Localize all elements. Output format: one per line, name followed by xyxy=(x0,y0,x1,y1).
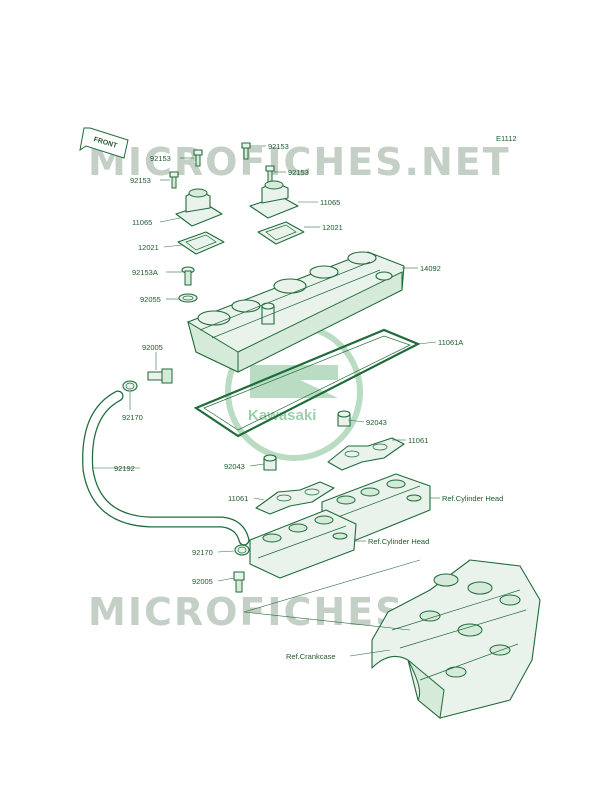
label-11065-left: 11065 xyxy=(132,218,152,227)
label-92153A: 92153A xyxy=(132,268,158,277)
label-11061-lower: 11061 xyxy=(228,494,248,503)
part-labels: 92153 92153 92153 92153 11065 11065 1202… xyxy=(114,142,503,661)
leader-lines xyxy=(92,145,440,657)
breather-fitting-92005-lower xyxy=(233,571,245,593)
label-92005-upper: 92005 xyxy=(142,343,163,352)
label-92153-left-upper: 92153 xyxy=(150,154,171,163)
watermark-top: MICROFICHES.NET xyxy=(88,140,511,184)
label-ref-cylinder-head-front: Ref.Cylinder Head xyxy=(368,537,429,546)
label-92192: 92192 xyxy=(114,464,135,473)
label-11061A: 11061A xyxy=(438,338,463,347)
label-12021-right: 12021 xyxy=(322,223,343,232)
breather-fitting-92005-upper xyxy=(147,368,173,384)
plug-92043-upper xyxy=(337,410,351,427)
gasket-12021-left xyxy=(177,231,225,255)
front-arrow-icon: FRONT xyxy=(79,127,129,159)
label-ref-cylinder-head-rear: Ref.Cylinder Head xyxy=(442,494,503,503)
label-92170-upper: 92170 xyxy=(122,413,143,422)
logo-text: Kawasaki xyxy=(248,407,316,424)
cover-11065-left xyxy=(175,188,223,227)
crankcase-ref xyxy=(371,559,541,719)
label-92170-lower: 92170 xyxy=(192,548,213,557)
bolt-92153-left-upper xyxy=(193,149,203,167)
label-14092: 14092 xyxy=(420,264,441,273)
gasket-11061-upper xyxy=(327,437,405,471)
cylinder-head-cover-14092 xyxy=(187,251,405,373)
bolt-92153-left-lower xyxy=(169,171,179,189)
plug-92043-lower xyxy=(263,454,277,471)
label-92055: 92055 xyxy=(140,295,161,304)
label-92043-upper: 92043 xyxy=(366,418,387,427)
label-92153-left-lower: 92153 xyxy=(130,176,151,185)
gasket-12021-right xyxy=(257,221,305,245)
label-92005-lower: 92005 xyxy=(192,577,213,586)
clamp-92170-upper xyxy=(122,380,138,392)
clamp-92170-lower xyxy=(234,544,250,556)
gasket-11061-lower xyxy=(255,481,335,515)
label-ref-crankcase: Ref.Crankcase xyxy=(286,652,336,661)
label-11065-right: 11065 xyxy=(320,198,340,207)
cover-11065-right xyxy=(249,180,299,219)
bolt-92153A xyxy=(181,266,195,286)
label-12021-left: 12021 xyxy=(138,243,159,252)
hose-92192 xyxy=(82,390,250,546)
cylinder-head-front-ref xyxy=(249,509,357,579)
oring-92055 xyxy=(178,293,198,303)
bolt-92153-right-upper xyxy=(241,142,251,160)
kawasaki-logo: Kawasaki xyxy=(225,323,363,461)
label-92043-lower: 92043 xyxy=(224,462,245,471)
diagram-code: E1112 xyxy=(496,134,517,143)
label-92153-right-lower: 92153 xyxy=(288,168,309,177)
label-92153-right-upper: 92153 xyxy=(268,142,289,151)
label-11061-upper: 11061 xyxy=(408,436,428,445)
